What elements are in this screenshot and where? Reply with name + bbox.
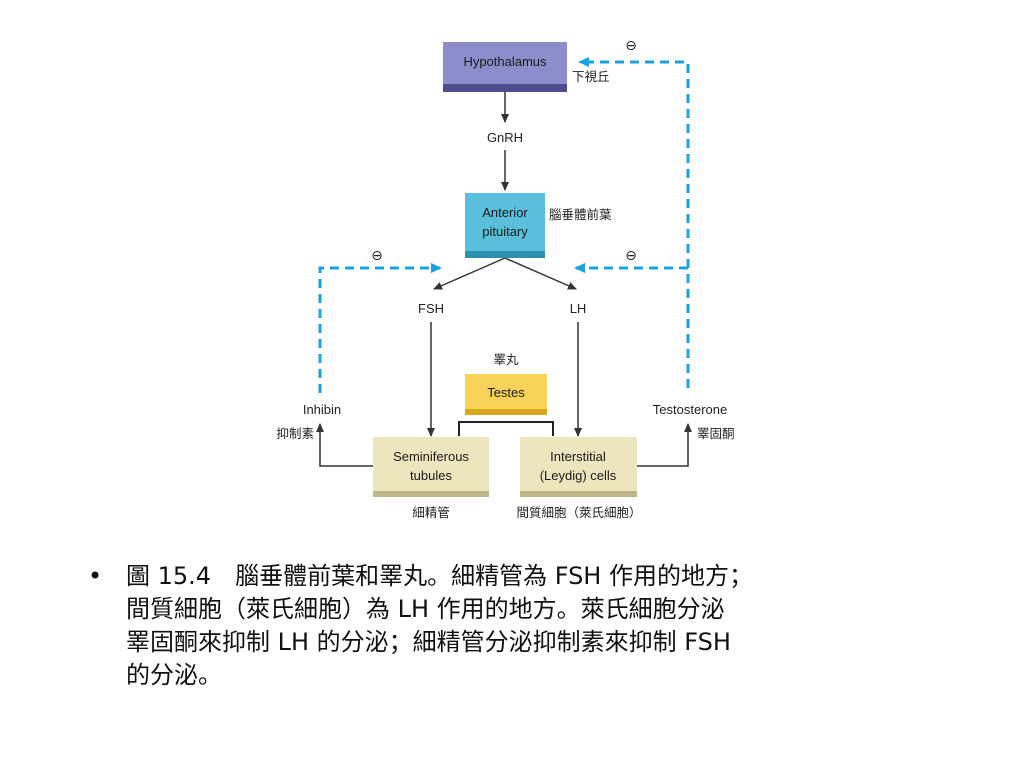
seminiferous-label-line: tubules [410, 468, 452, 483]
hypothalamus-node: Hypothalamus 下視丘 [443, 42, 610, 92]
anterior-pituitary-label-line: Anterior [482, 205, 528, 220]
interstitial-zh-label: 間質細胞（萊氏細胞） [516, 505, 641, 520]
hypothalamus-label: Hypothalamus [463, 54, 547, 69]
endocrine-feedback-diagram: ⊖ ⊖ ⊖ Hypothalamus 下視丘 GnRH Anterior pit… [276, 38, 735, 520]
seminiferous-tubules-node: Seminiferous tubules 細精管 [373, 437, 489, 520]
seminiferous-box [373, 437, 489, 491]
interstitial-cells-node: Interstitial (Leydig) cells 間質細胞（萊氏細胞） [516, 437, 642, 520]
gnrh-label: GnRH [487, 130, 523, 145]
feedback-minus-icon: ⊖ [625, 38, 637, 54]
hypothalamus-zh-label: 下視丘 [572, 69, 610, 84]
caption-line: 睪固酮來抑制 LH 的分泌；細精管分泌抑制素來抑制 FSH [126, 628, 731, 656]
seminiferous-zh-label: 細精管 [412, 505, 450, 520]
anterior-pituitary-box [465, 193, 545, 251]
testes-zh-label: 睪丸 [493, 352, 519, 367]
interstitial-label-line: (Leydig) cells [540, 468, 617, 483]
testes-node: 睪丸 Testes [465, 352, 547, 415]
testes-box-shadow [465, 408, 547, 415]
feedback-minus-icon: ⊖ [371, 248, 383, 264]
testosterone-zh-label: 睪固酮 [697, 426, 735, 441]
testosterone-feedback-loop [574, 57, 690, 388]
hypothalamus-box [443, 42, 567, 84]
inhibin-zh-label: 抑制素 [276, 426, 314, 441]
hormone-pathway-arrows [316, 92, 692, 467]
anterior-pituitary-label-line: pituitary [482, 224, 528, 239]
caption-text: 圖 15.4 腦垂體前葉和睪丸。細精管為 FSH 作用的地方； 間質細胞（萊氏細… [126, 560, 753, 692]
interstitial-box [520, 437, 637, 491]
seminiferous-label-line: Seminiferous [393, 449, 469, 464]
anterior-pituitary-box-shadow [465, 250, 545, 258]
hypothalamus-box-shadow [443, 83, 567, 92]
testes-bracket [458, 421, 554, 436]
lh-label: LH [570, 301, 587, 316]
inhibin-label: Inhibin [303, 402, 341, 417]
caption-line: 的分泌。 [126, 661, 222, 689]
testes-box [465, 374, 547, 409]
anterior-pituitary-zh-label: 腦垂體前葉 [549, 207, 612, 222]
feedback-minus-icon: ⊖ [625, 248, 637, 264]
seminiferous-box-shadow [373, 490, 489, 497]
caption-line: 圖 15.4 腦垂體前葉和睪丸。細精管為 FSH 作用的地方； [126, 562, 753, 590]
caption-line: 間質細胞（萊氏細胞）為 LH 作用的地方。萊氏細胞分泌 [126, 595, 725, 623]
bullet-point: • [88, 562, 103, 590]
interstitial-box-shadow [520, 490, 637, 497]
fsh-label: FSH [418, 301, 444, 316]
testes-label: Testes [487, 385, 525, 400]
testosterone-label: Testosterone [653, 402, 727, 417]
inhibin-feedback-loop [318, 263, 442, 393]
interstitial-label-line: Interstitial [550, 449, 606, 464]
anterior-pituitary-node: Anterior pituitary 腦垂體前葉 [465, 193, 612, 258]
